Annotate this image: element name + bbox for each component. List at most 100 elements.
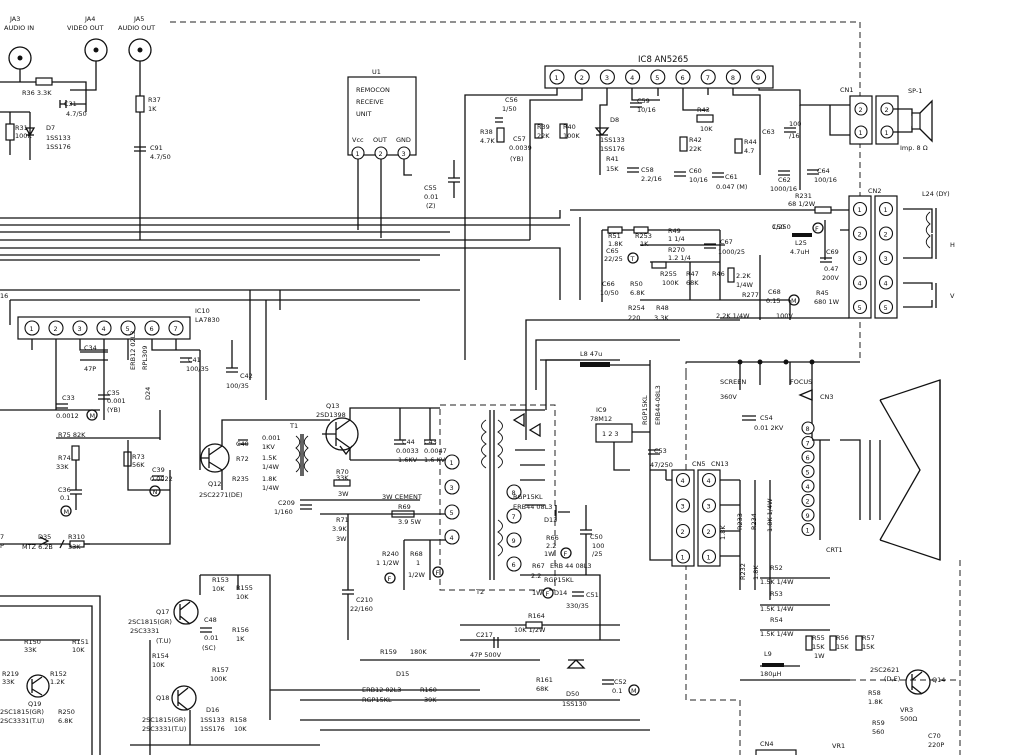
ic10-pin-label: 4 <box>102 325 106 333</box>
c55: C55 0.01 (Z) <box>424 160 460 210</box>
cn2-pin-label: 5 <box>858 304 862 312</box>
r164-value: 10K 1/2W <box>514 626 546 634</box>
ic10-pin-circle <box>24 320 40 336</box>
svg-text:3: 3 <box>402 150 406 158</box>
c91-value: 4.7/50 <box>150 153 171 161</box>
r69-label: 3W CEMENT <box>382 493 422 501</box>
r235-unit: 1/4W <box>262 484 279 492</box>
r160-value: 39K <box>424 696 437 704</box>
r159-label: R159 <box>380 648 397 656</box>
r5x-unit: 1W <box>814 652 825 660</box>
resistor-r37 <box>135 95 145 113</box>
ic8-pin-circle <box>751 69 767 85</box>
r54-label: R54 <box>770 616 783 624</box>
c66-label: C66 <box>602 280 615 288</box>
ic8-pin-circle <box>725 69 741 85</box>
cn2-pin-circle <box>852 250 868 266</box>
cn3-pin-label: 2 <box>806 498 810 506</box>
l9-label: L9 <box>764 650 772 658</box>
r158-label: R158 <box>230 716 247 724</box>
speaker-icon <box>911 112 921 130</box>
r69-value: 3.9 5W <box>398 518 422 526</box>
r71-unit: 3W <box>336 535 347 543</box>
ic8-pin-label: 9 <box>756 74 760 82</box>
bus-label-7: 7 <box>0 533 4 541</box>
cn2b-pin-circle <box>878 226 894 241</box>
r43-label: R43 <box>697 106 710 114</box>
cn2-pin-circle <box>852 299 868 315</box>
r158-value: 10K <box>234 725 247 733</box>
ic8-pin-circle <box>700 69 716 85</box>
c57-tag: (YB) <box>510 155 524 163</box>
r47-label: R47 <box>686 270 699 278</box>
c55-label: C55 <box>424 184 437 192</box>
c52-label: C52 <box>614 678 627 686</box>
remocon-pin-gnd: GND <box>396 136 411 144</box>
r151-value: 10K <box>72 646 85 654</box>
cn13-pin-circle <box>701 523 717 539</box>
r54-value: 1.5K 1/4W <box>760 630 794 638</box>
r161-label: R161 <box>536 676 553 684</box>
yoke-h-label: H <box>950 241 955 249</box>
ic8-pin-label: 1 <box>555 74 559 82</box>
r53-value: 1.5K 1/4W <box>760 605 794 613</box>
c69-label: C69 <box>826 248 839 256</box>
r234-label: R234 <box>750 513 758 530</box>
t2b-pin-label: 7 <box>512 513 516 521</box>
remocon-line-2: RECEIVE <box>356 98 384 106</box>
c64-label: C64 <box>817 167 830 175</box>
q13-label: Q13 <box>326 402 339 410</box>
c52-value: 0.1 <box>612 687 622 695</box>
r73-label: R73 <box>132 453 145 461</box>
resistor-r44 <box>734 138 743 154</box>
cn3-pin-label: 6 <box>806 454 810 462</box>
c48-label: C48 <box>204 616 217 624</box>
ic10-part: LA7830 <box>195 316 220 324</box>
remocon-pin-out: OUT <box>373 136 387 144</box>
r40-value: 100K <box>563 132 580 140</box>
r31-label: R31 <box>15 124 28 132</box>
t2b-pin-circle <box>506 508 522 524</box>
cn3-pin-circle <box>801 522 815 537</box>
c210-label: C210 <box>356 596 373 604</box>
t2-pin-label: 4 <box>450 534 454 542</box>
r255-value: 100K <box>662 279 679 287</box>
r232-value: 1.8K <box>752 565 760 580</box>
vr3-value: 500Ω <box>900 715 917 723</box>
d8-part-b: 1SS176 <box>600 145 625 153</box>
r49-value: 1 1/4 <box>668 235 685 243</box>
ic9-area: L8 47u RGP15KL ERB44-08L3 IC9 78M12 1 2 … <box>513 350 673 640</box>
cn2b-pin-circle <box>878 299 894 315</box>
q17-sub: (T.U) <box>156 637 171 645</box>
r48-value: 3.3K <box>654 314 669 322</box>
c63-unit: /16 <box>789 132 799 140</box>
cn3-pin-label: 7 <box>806 440 810 448</box>
r68-value: 1 <box>416 559 420 567</box>
cn3-pin-label: 8 <box>806 425 810 433</box>
bus-label-16: 16 <box>0 292 8 300</box>
r55-value: 15K <box>812 643 825 651</box>
t2b-pin-circle <box>506 484 522 500</box>
c31-value: 4.7/50 <box>66 110 87 118</box>
ic8-pin-label: 6 <box>681 74 685 82</box>
d50-label: D50 <box>566 690 579 698</box>
c42-value: 100/35 <box>226 382 249 390</box>
t2-pin-circle <box>444 454 460 470</box>
cn2-pin-circle <box>852 275 868 290</box>
screen-label: SCREEN <box>720 378 746 386</box>
q19-label: Q19 <box>28 700 41 708</box>
ic8-pin-label: 3 <box>605 74 609 82</box>
remocon-id: U1 <box>372 68 381 76</box>
r231-value: 68 1/2W <box>788 200 816 208</box>
cn3-pin-circle <box>801 508 815 522</box>
c68-voltage: 100V <box>776 312 793 320</box>
cn5-pin-circle <box>675 549 691 564</box>
c34-label: C34 <box>84 344 97 352</box>
inductor-l8 <box>580 362 610 367</box>
r44-value: 4.7 <box>744 147 754 155</box>
r234-value: 1.8K 1/4W <box>766 498 774 532</box>
